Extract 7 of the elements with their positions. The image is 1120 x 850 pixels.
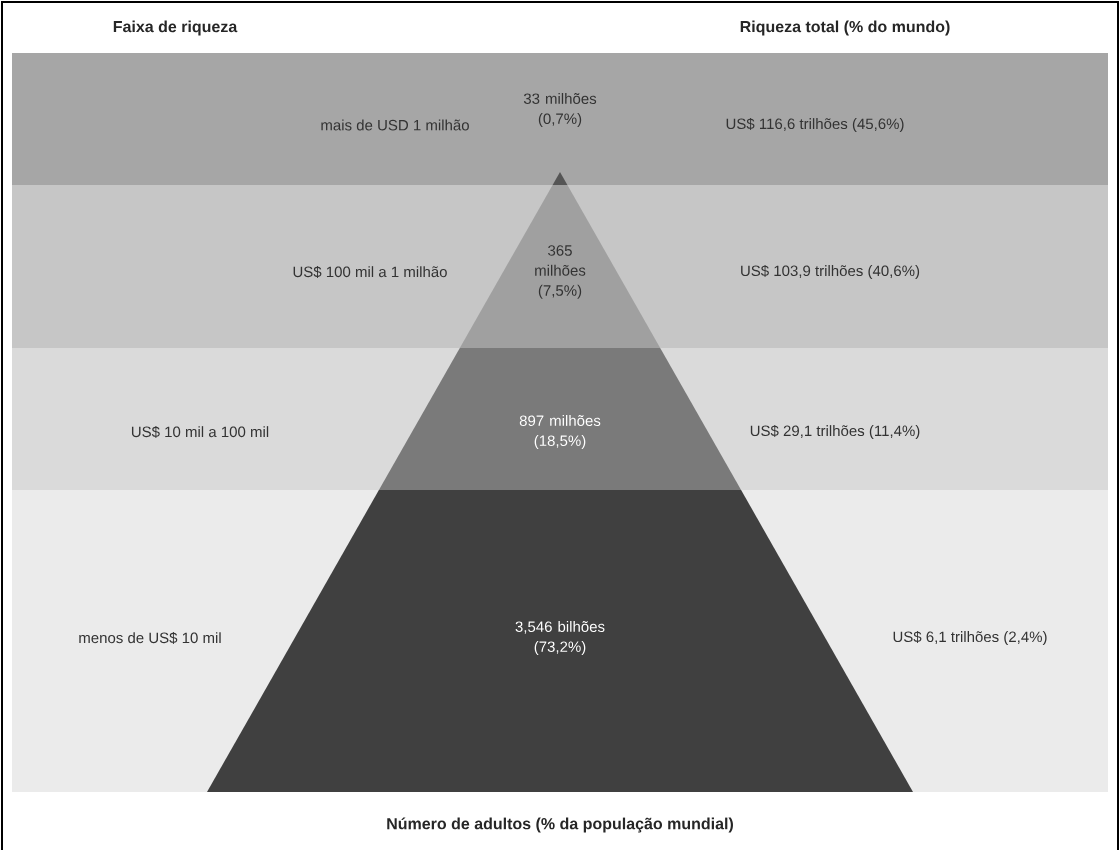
pyramid-segment: 365 milhões (7,5%) bbox=[459, 185, 661, 348]
column-heading: Número de adultos (% da população mundial) bbox=[387, 817, 733, 833]
pyramid-segment: 33 milhões (0,7%) bbox=[523, 93, 597, 185]
pyramid-segment: 897 milhões (18,5%) bbox=[378, 348, 742, 490]
column-heading: Riqueza total (% do mundo) bbox=[740, 20, 950, 36]
node-label: 33 milhões (0,7%) bbox=[523, 93, 597, 127]
column-heading: Faixa de riqueza bbox=[113, 20, 238, 36]
